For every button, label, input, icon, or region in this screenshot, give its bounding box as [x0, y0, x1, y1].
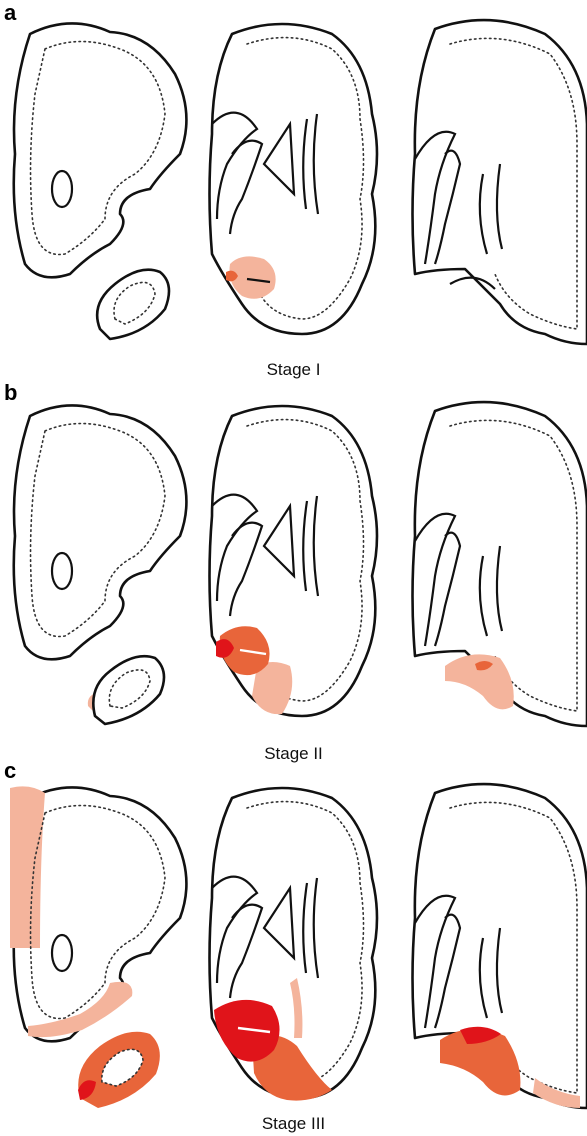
brain-slice-a1: [10, 14, 195, 344]
panel-c: c Stage III: [0, 764, 587, 1136]
panel-b: b Stage II: [0, 382, 587, 762]
brain-slice-b1: [10, 396, 195, 726]
brain-slice-a2: [202, 14, 387, 344]
brain-slice-b2: [202, 396, 387, 726]
stage-label-c: Stage III: [0, 1114, 587, 1134]
brain-slice-c3: [405, 778, 587, 1108]
brain-slice-b3: [405, 396, 587, 726]
panel-a: a Stage I: [0, 0, 587, 380]
brain-slice-a3: [405, 14, 587, 344]
brain-slice-c1: [10, 778, 195, 1108]
brain-slice-c2: [202, 778, 387, 1108]
stage-label-a: Stage I: [0, 360, 587, 380]
stage-label-b: Stage II: [0, 744, 587, 764]
